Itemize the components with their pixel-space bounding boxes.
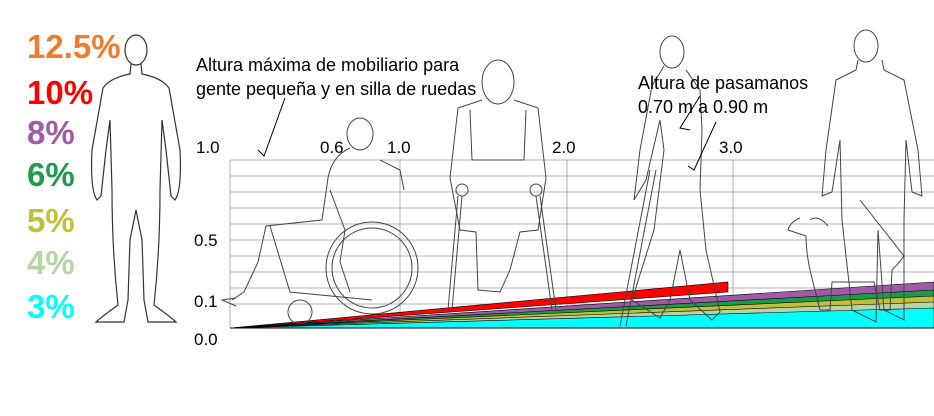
crutches-user-icon	[447, 59, 557, 311]
cane-user-icon	[619, 35, 721, 327]
slope-label-6: 6%	[27, 156, 75, 193]
slope-label-12-5: 12.5%	[27, 28, 121, 65]
slope-wedges	[229, 281, 934, 329]
person-with-guide-dog-icon	[787, 29, 923, 323]
handrail-height-note-line-2: 0.70 m a 0.90 m	[638, 97, 769, 117]
left-tick-0-1: 0.1	[194, 292, 218, 311]
slope-label-10: 10%	[27, 74, 94, 111]
slope-label-8: 8%	[27, 114, 75, 151]
left-tick-0-5: 0.5	[194, 231, 218, 250]
top-tick-2: 0.6	[320, 138, 344, 157]
slope-label-5: 5%	[27, 202, 75, 239]
annotation-pointers	[257, 95, 717, 171]
wheelchair-user-icon	[220, 117, 419, 325]
handrail-height-note-line-1: Altura de pasamanos	[638, 73, 809, 93]
person-standing-icon	[90, 34, 182, 323]
left-tick-0-0: 0.0	[194, 330, 218, 349]
top-tick-5: 3.0	[719, 138, 743, 157]
furniture-height-note-line-2: gente pequeña y en silla de ruedas	[196, 79, 477, 99]
slope-label-4: 4%	[27, 244, 75, 281]
top-tick-4: 2.0	[552, 138, 576, 157]
furniture-height-note-line-1: Altura máxima de mobiliario para	[196, 55, 460, 75]
top-tick-3: 1.0	[387, 138, 411, 157]
slope-wedge-10	[229, 281, 729, 329]
slope-label-3: 3%	[27, 288, 75, 325]
top-tick-1: 1.0	[196, 138, 220, 157]
